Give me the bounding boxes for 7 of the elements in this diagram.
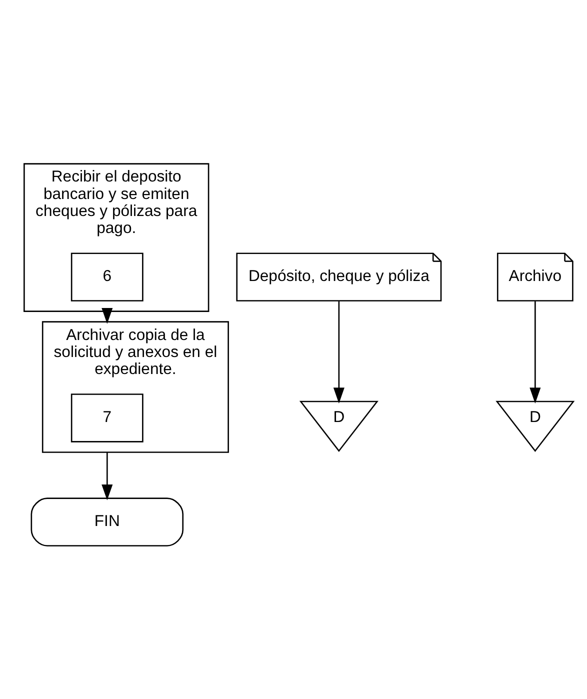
node-box: 6 (70, 252, 144, 302)
arrow (102, 452, 113, 500)
arrow (530, 301, 541, 404)
arrow (102, 308, 113, 324)
node-box: FIN (30, 498, 184, 546)
arrow (333, 301, 344, 404)
node-box: 7 (70, 394, 144, 442)
